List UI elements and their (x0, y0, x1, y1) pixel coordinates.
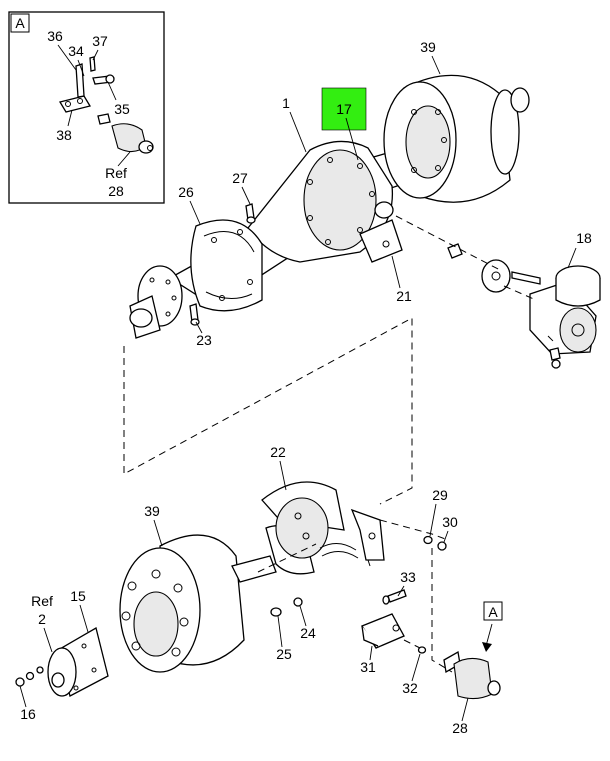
guide-line-chamber (547, 335, 557, 345)
callout-26: 26 (178, 184, 194, 200)
callout-38: 38 (56, 127, 72, 143)
callout-28: 28 (452, 720, 468, 736)
guide-line-lower-left (257, 543, 317, 573)
nut-32 (417, 646, 427, 654)
nut-25 (270, 607, 282, 617)
guide-line-lower-vert (431, 548, 453, 673)
callout-35: 35 (114, 101, 130, 117)
brake-backing-plate (190, 219, 263, 312)
inset-label: A (15, 15, 25, 31)
callout-37: 37 (92, 33, 108, 49)
callout-24: 24 (300, 625, 316, 641)
callout-16: 16 (20, 706, 36, 722)
nut-30 (437, 541, 447, 551)
brake-shoes-22 (261, 481, 359, 575)
bolt-23 (189, 303, 200, 326)
callout-39-upper: 39 (420, 39, 436, 55)
callout-29: 29 (432, 487, 448, 503)
callout-17: 17 (336, 101, 352, 117)
highlight-box-17 (321, 87, 367, 131)
leader-lines (19, 55, 577, 722)
guide-line-connector (123, 317, 413, 505)
callout-28-ref-label: Ref (105, 165, 127, 181)
brake-drum-upper (383, 74, 530, 203)
nut-29 (423, 535, 433, 545)
callout-21: 21 (396, 288, 412, 304)
callout-31: 31 (360, 659, 376, 675)
callout-34: 34 (68, 43, 84, 59)
guide-line-lower-right (379, 519, 449, 541)
callout-18: 18 (576, 230, 592, 246)
guide-line-upper-right-2 (503, 285, 537, 301)
stud-16 (15, 666, 44, 687)
callout-2: 2 (38, 611, 46, 627)
guide-line-bolt (403, 639, 421, 649)
bracket-31 (361, 613, 405, 649)
callout-27: 27 (232, 170, 248, 186)
callout-25: 25 (276, 646, 292, 662)
brake-chamber-18 (447, 243, 601, 369)
callout-2-ref-label: Ref (31, 593, 53, 609)
brake-drum-lower (119, 534, 277, 673)
callout-15: 15 (70, 588, 86, 604)
callout-28-inset: 28 (108, 183, 124, 199)
view-marker-a: A (482, 601, 503, 652)
callout-36: 36 (47, 28, 63, 44)
callout-39-lower: 39 (144, 503, 160, 519)
callout-23: 23 (196, 332, 212, 348)
inset-detail-a: A 36 34 37 35 38 Ref 28 (8, 11, 165, 204)
view-marker-label: A (488, 604, 498, 620)
callout-33: 33 (400, 569, 416, 585)
bolt-27 (245, 203, 256, 224)
callout-22: 22 (270, 444, 286, 460)
callout-32: 32 (402, 680, 418, 696)
guide-line-upper-right (395, 215, 501, 271)
callout-30: 30 (442, 514, 458, 530)
callout-1: 1 (282, 95, 290, 111)
brake-chamber-28 (443, 650, 501, 700)
bolt-33 (382, 589, 407, 605)
washer-24 (293, 597, 303, 607)
cam-bracket (350, 508, 385, 567)
hub-15 (47, 627, 109, 697)
